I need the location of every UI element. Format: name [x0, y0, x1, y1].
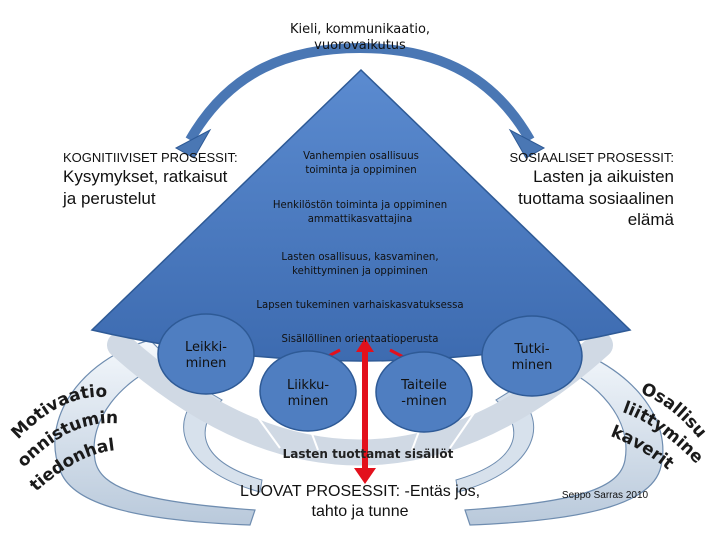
ellipse-liikku [259, 350, 357, 432]
creative-process: LUOVAT PROSESSIT: -Entäs jos, tahto ja t… [240, 483, 481, 520]
pyramid-level-3: Lasten osallisuus, kasvaminen,kehittymin… [281, 250, 439, 277]
label-tutki: Tutki-minen [511, 342, 553, 374]
ellipse-leikki [157, 313, 255, 395]
red-arrow-top-head [356, 338, 374, 352]
top-arrow-right-head [508, 128, 546, 159]
social-line-1: Lasten ja aikuisten [533, 167, 674, 187]
social-line-3: elämä [627, 209, 674, 229]
pyramid-level-4: Lapsen tukeminen varhaiskasvatuksessa [256, 298, 464, 311]
ellipse-tutki [481, 315, 583, 397]
social-process: SOSIAALISET PROSESSIT: Lasten ja aikuist… [510, 150, 675, 230]
red-arrow-bottom-head [354, 468, 376, 484]
right-sweep-arrow [464, 344, 664, 526]
ellipse-taiteile [375, 351, 473, 433]
label-liikku: Liikku-minen [286, 378, 330, 410]
cognitive-line-2: ja perustelut [63, 188, 156, 208]
social-heading: SOSIAALISET PROSESSIT: [509, 150, 675, 165]
left-sweep-arrow [54, 339, 256, 526]
top-arrow-left-head [174, 128, 212, 159]
cognitive-heading: KOGNITIIVISET PROSESSIT: [63, 150, 238, 165]
top-label: Kieli, kommunikaatio, vuorovaikutus [289, 22, 431, 54]
center-label: Sisällöllinen orientaatioperusta [281, 332, 439, 345]
social-line-2: tuottama sosiaalinen [518, 188, 674, 208]
cognitive-process: KOGNITIIVISET PROSESSIT: Kysymykset, rat… [63, 150, 238, 209]
label-taiteile: Taiteile-minen [401, 378, 447, 410]
cognitive-line-1: Kysymykset, ratkaisut [63, 167, 228, 187]
credit: Seppo Sarras 2010 [561, 490, 649, 501]
top-double-arrow [185, 42, 535, 143]
label-leikki: Leikki-minen [185, 340, 227, 372]
bottom-label: Lasten tuottamat sisällöt [282, 447, 454, 461]
